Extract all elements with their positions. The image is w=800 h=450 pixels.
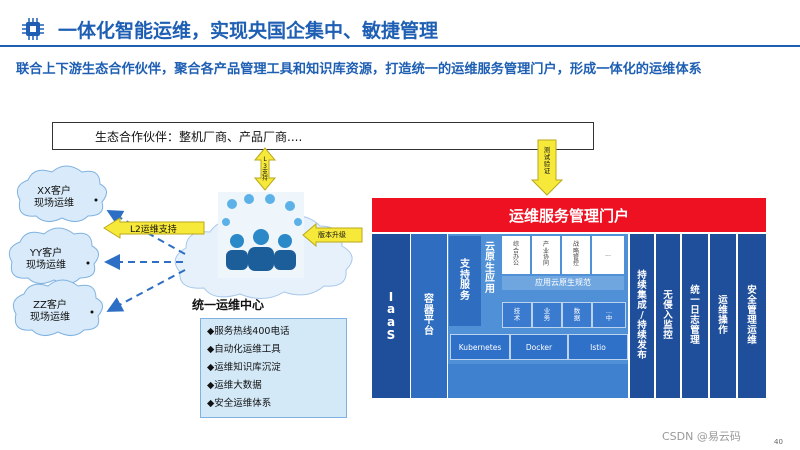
service-item: ◆运维大数据	[207, 380, 262, 391]
more-middle-platform: ...中	[592, 302, 626, 328]
customer-cloud-2	[8, 227, 99, 284]
portal-title-bar: 运维服务管理门户	[372, 198, 766, 232]
test-verify-arrow	[530, 139, 564, 196]
service-item: ◆安全运维体系	[207, 398, 272, 409]
intro-text: 联合上下游生态合作伙伴，聚合各产品管理工具和知识库资源，打造统一的运维服务管理门…	[16, 62, 702, 77]
logging-pillar: 统一日志管理	[682, 234, 708, 398]
ops-operation-pillar: 运维操作	[710, 234, 736, 398]
kubernetes-tile: Kubernetes	[450, 334, 510, 360]
customer-zz-label: ZZ客户现场运维	[30, 300, 70, 323]
app-tile-office: 综合办公	[502, 236, 530, 274]
container-platform-column: 容器平台	[411, 234, 447, 398]
service-item: ◆自动化运维工具	[207, 344, 281, 355]
partners-label: 生态合作伙伴：整机厂商、产品厂商....	[95, 130, 303, 144]
tech-middle-platform: 技术	[502, 302, 532, 328]
l2-support-arrow	[103, 217, 205, 239]
customer-xx-label: XX客户现场运维	[34, 186, 74, 209]
security-pillar: 安全管理运维	[738, 234, 766, 398]
page-number: 40	[774, 438, 783, 446]
business-middle-platform: 业务	[532, 302, 562, 328]
cloud-native-spec-bar: 应用云原生规范	[502, 276, 624, 290]
chip-logo-icon	[22, 18, 44, 40]
l3-support-arrow	[253, 147, 277, 191]
app-tile-industry: 产业协同	[532, 236, 560, 274]
test-verify-label: 测试验证	[543, 146, 551, 175]
monitoring-pillar: 无侵入监控	[656, 234, 680, 398]
l2-support-label: L2运维支持	[130, 225, 177, 235]
version-upgrade-label: 版本升级	[318, 231, 346, 239]
app-tile-strategy: 战略管控	[562, 236, 590, 274]
partners-box	[52, 122, 594, 150]
customer-cloud-3	[12, 279, 103, 336]
page-title: 一体化智能运维，实现央国企集中、敏捷管理	[58, 20, 439, 42]
customer-yy-label: YY客户现场运维	[26, 248, 66, 271]
ci-cd-pillar: 持续集成/持续发布	[630, 234, 654, 398]
customer-cloud-1	[16, 165, 107, 222]
service-item: ◆运维知识库沉淀	[207, 362, 281, 373]
cloud-native-apps-label: 云原生应用	[485, 241, 495, 295]
ops-services-box: ◆服务热线400电话 ◆自动化运维工具 ◆运维知识库沉淀 ◆运维大数据 ◆安全运…	[200, 318, 347, 418]
header-divider	[0, 45, 800, 47]
data-middle-platform: 数据	[562, 302, 592, 328]
istio-tile: Istio	[568, 334, 628, 360]
support-services-column: 支持服务	[449, 236, 481, 326]
version-upgrade-arrow	[302, 222, 363, 248]
watermark: CSDN @易云码	[662, 430, 741, 443]
docker-tile: Docker	[510, 334, 568, 360]
app-tile-more: ...	[592, 236, 624, 274]
ops-center-label: 统一运维中心	[192, 298, 265, 312]
platform-base	[448, 364, 628, 398]
service-item: ◆服务热线400电话	[207, 326, 290, 337]
